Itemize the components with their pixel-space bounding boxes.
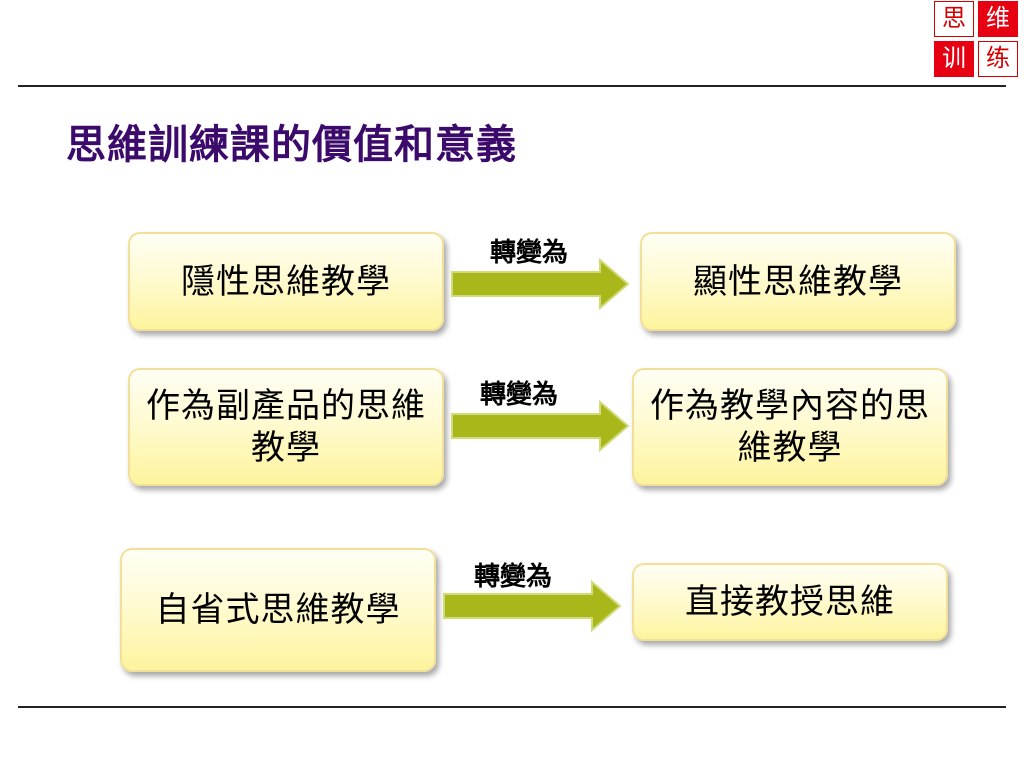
target-box-2-text: 作為教學內容的思維教學 (650, 386, 930, 468)
target-box-3-text: 直接教授思維 (685, 582, 895, 622)
arrow-label-3: 轉變為 (474, 562, 553, 592)
logo: 思 维 训 练 (932, 0, 1018, 78)
source-box-3: 自省式思維教學 (120, 548, 436, 672)
logo-char-3: 训 (934, 41, 974, 77)
target-box-1-text: 顯性思維教學 (693, 261, 903, 302)
source-box-3-text: 自省式思維教學 (155, 590, 401, 630)
arrow-label-2: 轉變為 (480, 380, 559, 410)
logo-char-1: 思 (934, 1, 974, 37)
arrow-right-icon-3 (443, 580, 622, 632)
logo-char-4: 练 (978, 41, 1018, 77)
arrow-right-icon-2 (451, 400, 630, 452)
logo-char-2: 维 (978, 1, 1018, 37)
top-divider (18, 85, 1006, 87)
source-box-1-text: 隱性思維教學 (181, 261, 391, 302)
bottom-divider (18, 706, 1006, 708)
target-box-3: 直接教授思維 (632, 563, 948, 641)
arrow-right-icon-1 (451, 258, 630, 310)
source-box-2: 作為副產品的思維教學 (128, 368, 444, 486)
target-box-2: 作為教學內容的思維教學 (632, 368, 948, 486)
target-box-1: 顯性思維教學 (640, 232, 956, 331)
source-box-2-text: 作為副產品的思維教學 (146, 386, 426, 468)
source-box-1: 隱性思維教學 (128, 232, 444, 331)
slide-title: 思維訓練課的價值和意義 (66, 122, 517, 168)
arrow-label-1: 轉變為 (490, 238, 569, 268)
